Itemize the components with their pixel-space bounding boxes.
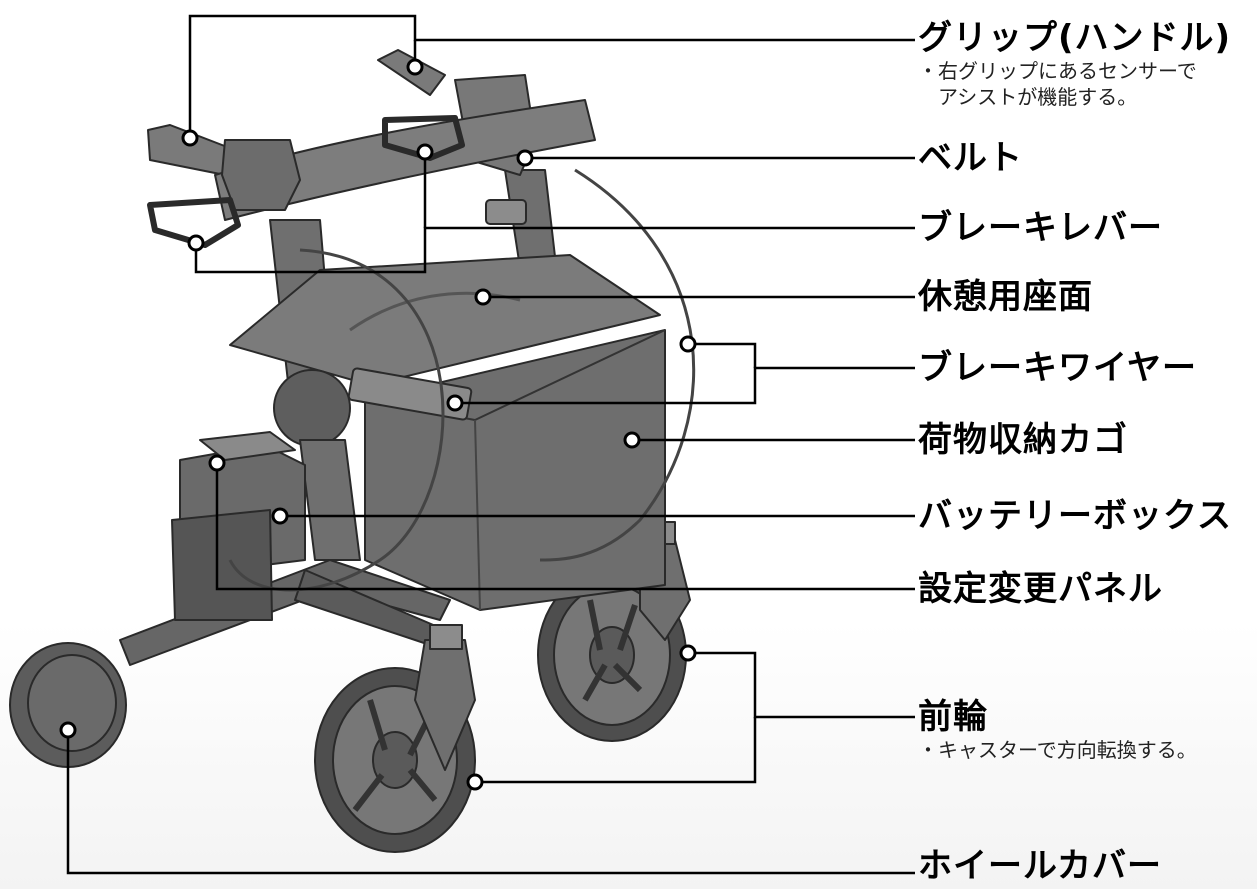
label-belt: ベルト [918,138,1023,178]
dot-battery [271,507,289,525]
dot-panel [208,454,226,472]
leader-wheel-cover [66,730,915,875]
walker-illustration [9,49,696,853]
label-front-wheel: 前輪 [918,697,988,737]
leader-lines [66,14,915,875]
note-front-wheel: ・キャスターで方向転換する。 [918,738,1197,762]
leader-brake-wire-2 [688,342,757,368]
leader-grip [188,14,915,138]
dot-seat [474,288,492,306]
callout-brake-lever: ブレーキレバー [918,208,1163,248]
label-seat: 休憩用座面 [918,277,1093,317]
callout-belt: ベルト [918,138,1023,178]
dot-brake-wire-right [679,335,697,353]
dot-grip-right [406,58,424,76]
callout-brake-wire: ブレーキワイヤー [918,348,1197,388]
leader-brake-wire [455,366,915,405]
dot-grip-left [181,129,199,147]
callout-basket: 荷物収納カゴ [918,420,1128,460]
callout-battery: バッテリーボックス [918,496,1232,536]
note-grip-1: ・右グリップにあるセンサーで [918,59,1197,83]
label-battery: バッテリーボックス [918,496,1232,536]
callout-wheel-cover: ホイールカバー [918,846,1162,886]
leader-front-wheel-2 [475,717,757,784]
dot-belt [516,149,534,167]
leader-brake-lever [194,226,915,274]
callout-seat: 休憩用座面 [918,277,1093,317]
leader-front-wheel [688,651,915,719]
callout-panel: 設定変更パネル [918,569,1163,609]
label-basket: 荷物収納カゴ [918,420,1128,460]
label-panel: 設定変更パネル [918,569,1163,609]
label-wheel-cover: ホイールカバー [918,846,1162,886]
dot-brake-wire-left [446,394,464,412]
label-brake-wire: ブレーキワイヤー [918,348,1197,388]
dot-wheel-cover [59,721,77,739]
label-brake-lever: ブレーキレバー [918,208,1163,248]
callout-grip: グリップ(ハンドル) ・右グリップにあるセンサーで アシストが機能する。 [918,18,1231,110]
leader-panel [215,463,915,591]
dot-brake-lever-right [416,143,434,161]
dot-basket [623,431,641,449]
dot-brake-lever-left [187,234,205,252]
note-grip-2: アシストが機能する。 [938,85,1138,109]
dot-front-wheel-right [679,644,697,662]
dot-front-wheel-left [466,773,484,791]
leader-dots [59,58,697,791]
callout-front-wheel: 前輪 ・キャスターで方向転換する。 [918,697,1197,763]
label-grip: グリップ(ハンドル) [918,18,1232,58]
